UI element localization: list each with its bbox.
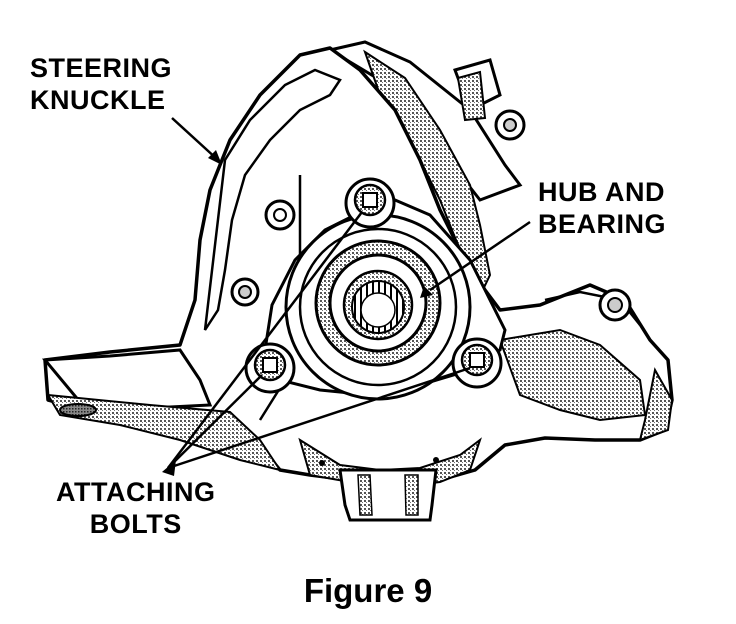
steering-knuckle-label: STEERING KNUCKLE xyxy=(30,52,172,116)
leader-steering-knuckle-arrow xyxy=(208,150,222,165)
leader-bolt-top xyxy=(167,211,363,469)
hub-and-bearing xyxy=(284,213,472,401)
attaching-bolts-label-line1: ATTACHING xyxy=(56,477,216,507)
attaching-bolt-right xyxy=(451,337,503,389)
leader-steering-knuckle xyxy=(171,117,219,161)
leader-bolt-right xyxy=(167,366,471,470)
leader-hub-and-bearing xyxy=(429,220,531,292)
hub-and-bearing-label-line2: BEARING xyxy=(538,209,667,239)
attaching-bolt-top xyxy=(344,177,396,229)
hub-and-bearing-label-line1: HUB AND xyxy=(538,177,665,207)
hub-and-bearing-label: HUB AND BEARING xyxy=(538,176,666,240)
lower-stem xyxy=(319,457,439,522)
mounting-holes xyxy=(230,109,632,322)
attaching-bolts-label: ATTACHING BOLTS xyxy=(56,476,215,540)
leader-bolts-arrow xyxy=(162,460,176,476)
leader-hub-and-bearing-arrow xyxy=(420,286,433,298)
figure-caption: Figure 9 xyxy=(303,572,433,609)
steering-knuckle-label-line1: STEERING xyxy=(30,53,173,83)
leader-bolt-left xyxy=(167,374,263,469)
attaching-bolts-label-line2: BOLTS xyxy=(89,509,182,539)
leader-lines xyxy=(162,117,531,476)
steering-knuckle-label-line2: KNUCKLE xyxy=(30,85,166,115)
